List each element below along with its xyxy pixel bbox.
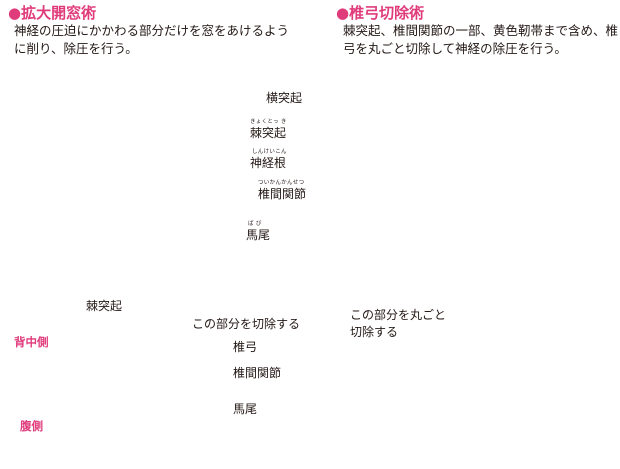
left-spinous-process-column bbox=[133, 95, 155, 167]
label-lamina: 椎弓 bbox=[233, 340, 258, 354]
left-vertebral-body bbox=[107, 384, 209, 452]
label-spinous-process: 棘突起 bbox=[250, 126, 287, 140]
right-dural-sac bbox=[451, 93, 501, 187]
left-description-line2: に削り、除圧を行う。 bbox=[14, 41, 138, 56]
left-resect-left bbox=[123, 343, 149, 385]
left-lower-spinous-column bbox=[133, 189, 155, 263]
label-facet-joint: 椎間関節 bbox=[258, 187, 307, 201]
left-spinal-canal bbox=[135, 355, 181, 387]
ruby-cauda-equina: ば び bbox=[248, 221, 262, 227]
ventral-arrow bbox=[25, 436, 39, 462]
left-posterior-spine-view bbox=[26, 69, 262, 263]
left-resect-right bbox=[167, 343, 193, 385]
right-spinal-canal bbox=[453, 357, 499, 387]
right-cauda-equina-fibers bbox=[461, 362, 491, 384]
label-transverse-process: 横突起 bbox=[266, 91, 303, 105]
right-cut-border bbox=[432, 73, 520, 199]
label-resect-part: この部分を切除する bbox=[192, 317, 301, 331]
ruby-nerve-root: しんけいこん bbox=[252, 149, 287, 155]
right-posterior-arch-base bbox=[413, 355, 539, 395]
right-vertebral-body bbox=[425, 384, 527, 452]
left-lamina bbox=[77, 105, 211, 195]
left-dural-sac bbox=[99, 133, 189, 189]
right-removed-area bbox=[438, 83, 514, 191]
right-lower-vertebra bbox=[360, 174, 592, 263]
label-resect-whole-line2: 切除する bbox=[350, 325, 399, 339]
label-cauda-equina: 馬尾 bbox=[246, 228, 271, 242]
left-upper-leader-lines bbox=[154, 95, 264, 233]
left-cauda-equina-fibers bbox=[143, 361, 173, 383]
left-description-line1: 神経の圧迫にかかわる部分だけを窓をあけるよう bbox=[14, 23, 290, 38]
left-upper-spinous-hatch bbox=[103, 77, 185, 103]
ruby-spinous-process: きょくとっ き bbox=[250, 119, 287, 125]
dorsal-arrow bbox=[25, 308, 39, 330]
label-spinous-process-lower: 棘突起 bbox=[86, 299, 123, 313]
right-posterior-spine-view bbox=[358, 69, 592, 263]
right-title: ●椎弓切除術 bbox=[336, 4, 425, 22]
label-cauda-equina-lower: 馬尾 bbox=[233, 402, 258, 416]
label-dorsal-side: 背中側 bbox=[14, 335, 49, 349]
label-nerve-root: 神経根 bbox=[250, 156, 287, 170]
right-description-line2: 弓を丸ごと切除して神経の除圧を行う。 bbox=[343, 41, 567, 56]
left-upper-vertebra bbox=[26, 69, 262, 123]
left-window-left bbox=[89, 125, 126, 192]
left-window-right bbox=[162, 125, 199, 192]
right-lower-leader-line bbox=[407, 327, 457, 347]
label-resect-whole-line1: この部分を丸ごと bbox=[350, 308, 447, 322]
label-facet-joint-lower: 椎間関節 bbox=[233, 366, 282, 380]
label-ventral-side: 腹側 bbox=[20, 419, 43, 433]
right-lower-spinous-column bbox=[465, 189, 487, 263]
ruby-facet-joint: ついかんかんせつ bbox=[258, 180, 305, 186]
left-lower-vertebra bbox=[28, 174, 260, 263]
right-upper-vertebra bbox=[358, 69, 592, 123]
left-title: ●拡大開窓術 bbox=[8, 4, 97, 22]
right-description-line1: 棘突起、椎間関節の一部、黄色靭帯まで含め、椎 bbox=[343, 23, 619, 38]
